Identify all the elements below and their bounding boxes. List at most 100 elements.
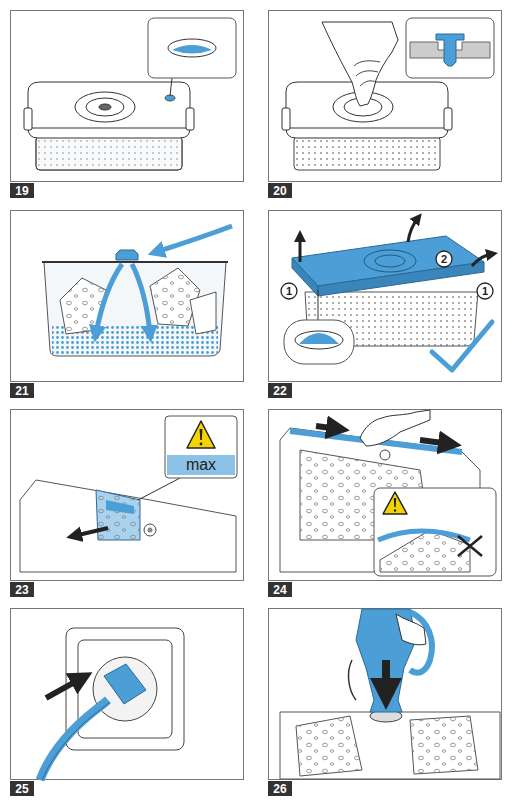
number-text: 2 — [441, 254, 447, 265]
number-text: 22 — [273, 385, 286, 397]
container-rim — [42, 261, 228, 263]
inset-box — [374, 488, 496, 576]
valve-ring — [364, 250, 416, 272]
zoom-box — [284, 320, 354, 364]
valve-ring — [86, 98, 124, 116]
leader-line — [318, 290, 319, 320]
cable-edge — [42, 702, 110, 780]
vacuum-bag — [20, 480, 236, 572]
warning-max-band: max — [167, 455, 235, 475]
latch — [24, 108, 32, 130]
bag-valve — [144, 524, 156, 536]
leader-line — [138, 478, 180, 500]
warning-mark — [200, 443, 203, 446]
panel-frame — [11, 211, 244, 382]
power-plug — [104, 664, 146, 704]
number-text: 1 — [482, 286, 488, 297]
slide-arrow — [420, 440, 450, 444]
socket-frame — [78, 640, 172, 738]
step-number: 23 — [10, 582, 34, 597]
container-lid — [28, 82, 190, 138]
lift-arrow — [408, 218, 418, 242]
food-texture — [150, 268, 200, 326]
warning-triangle — [383, 492, 407, 514]
cheese-texture — [410, 716, 478, 774]
pad-label — [106, 500, 134, 514]
flow-arrow — [96, 264, 122, 334]
bag-valve — [380, 450, 390, 460]
lift-arrow — [299, 236, 302, 262]
insert-arrow — [74, 528, 108, 536]
latch — [444, 108, 452, 130]
step-number: 25 — [10, 781, 34, 796]
hand — [360, 410, 430, 446]
power-cable — [349, 660, 356, 700]
panel-frame — [11, 410, 244, 581]
absorber-pad — [96, 490, 140, 540]
callout-number: 1 — [476, 282, 494, 300]
valve-plug — [436, 34, 464, 66]
number-text: 26 — [273, 783, 286, 795]
container-body — [294, 136, 440, 170]
container-body — [36, 136, 182, 170]
panel-frame — [11, 609, 244, 780]
panel-frame — [269, 11, 502, 182]
insert-arrow — [46, 678, 82, 698]
warning-mark — [394, 509, 396, 511]
valve-ring — [375, 255, 405, 267]
panel-frame — [269, 410, 502, 581]
indicator-raised — [299, 333, 339, 344]
step-number: 26 — [268, 781, 292, 796]
number-text: 24 — [273, 584, 286, 596]
lid-side — [292, 258, 484, 296]
panel-frame — [269, 609, 502, 780]
cheese-wedge — [296, 716, 362, 776]
socket-well — [93, 657, 157, 721]
step-number: 20 — [268, 183, 292, 198]
number-text: 1 — [286, 286, 292, 297]
panel-frame — [269, 211, 502, 382]
number-text: 25 — [15, 783, 28, 795]
container-body — [44, 262, 226, 356]
flow-arrow — [156, 226, 232, 252]
latch — [186, 108, 194, 130]
lift-arrow — [472, 254, 492, 266]
valve-plug — [116, 250, 138, 260]
leader-line — [170, 78, 172, 96]
number-text: 19 — [15, 185, 28, 197]
check-mark — [432, 322, 492, 370]
zoom-box — [148, 18, 236, 78]
step-number: 22 — [268, 383, 292, 398]
valve-center — [99, 104, 111, 110]
indicator-hole — [295, 331, 343, 349]
warning-triangle — [187, 421, 215, 448]
callout-number: 1 — [280, 282, 298, 300]
lid-edge — [286, 128, 448, 129]
zip-caught — [378, 531, 470, 540]
callout-number: 2 — [435, 250, 453, 268]
food-piece — [150, 268, 200, 326]
callout-circle — [281, 283, 297, 299]
container-body — [36, 136, 182, 170]
food-piece — [190, 292, 216, 334]
indicator-hole — [168, 39, 216, 57]
flow-arrow — [132, 264, 150, 334]
cheese-wedge — [410, 716, 478, 774]
indicator-flat — [172, 45, 212, 54]
number-text: 23 — [15, 584, 28, 596]
zoom-box — [406, 18, 494, 78]
wall-socket — [66, 628, 184, 750]
cheese-texture — [296, 716, 362, 776]
number-text: 21 — [15, 385, 28, 397]
press-arrow — [382, 660, 390, 694]
hand — [396, 614, 426, 645]
step-number: 19 — [10, 183, 34, 198]
number-text: 20 — [273, 185, 286, 197]
warning-box — [165, 416, 237, 478]
warning-mark — [394, 498, 396, 507]
hand — [322, 22, 398, 106]
finger-lines — [354, 61, 380, 86]
warning-text: max — [186, 457, 216, 473]
